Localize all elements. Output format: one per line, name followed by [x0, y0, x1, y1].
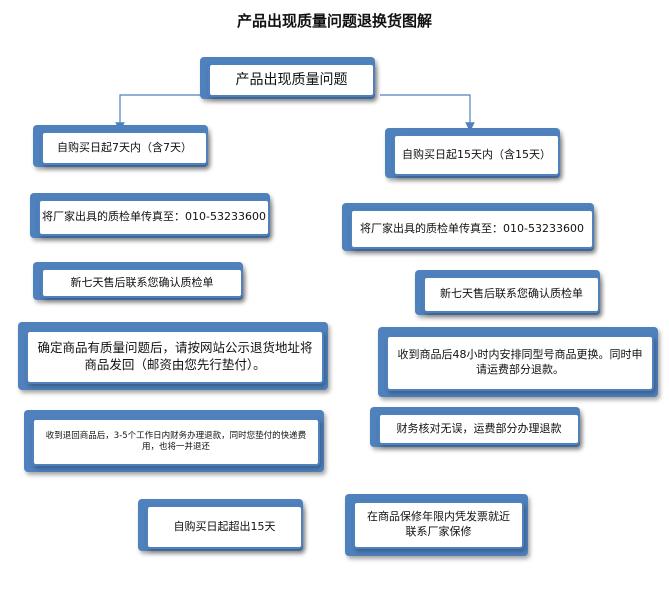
left-within-7-days-box: 自购买日起7天内（含7天）	[33, 125, 208, 167]
left-refund-label: 收到退回商品后，3-5个工作日内财务办理退款，同时您垫付的快递费用，也将一并退还	[45, 430, 307, 452]
left-fax-box: 将厂家出具的质检单传真至：010-53233600	[30, 193, 270, 238]
left-send-back-label: 确定商品有质量问题后，请按网站公示退货地址将商品发回（邮资由您先行垫付）。	[37, 340, 313, 372]
right-contact-box: 新七天售后联系您确认质检单	[415, 270, 600, 315]
arrow-top-to-right	[380, 94, 475, 132]
top-box: 产品出现质量问题	[200, 57, 375, 99]
bottom-over-15-days-label: 自购买日起超出15天	[173, 519, 276, 533]
right-exchange-box: 收到商品后48小时内安排同型号商品更换。同时申请运费部分退款。	[378, 327, 658, 397]
right-contact-label: 新七天售后联系您确认质检单	[440, 287, 583, 301]
right-finance-box: 财务核对无误，运费部分办理退款	[370, 407, 580, 447]
left-contact-box: 新七天售后联系您确认质检单	[33, 262, 243, 300]
bottom-over-15-days-box: 自购买日起超出15天	[138, 499, 303, 551]
arrow-top-to-left	[115, 94, 205, 132]
bottom-warranty-label: 在商品保修年限内凭发票就近联系厂家保修	[367, 510, 510, 538]
bottom-warranty-box: 在商品保修年限内凭发票就近联系厂家保修	[345, 494, 528, 556]
right-within-15-days-label: 自购买日起15天内（含15天）	[402, 147, 551, 161]
right-fax-label: 将厂家出具的质检单传真至：010-53233600	[360, 221, 584, 235]
top-box-label: 产品出现质量问题	[235, 71, 348, 88]
right-exchange-label: 收到商品后48小时内安排同型号商品更换。同时申请运费部分退款。	[397, 348, 643, 376]
left-contact-label: 新七天售后联系您确认质检单	[70, 275, 214, 289]
right-finance-label: 财务核对无误，运费部分办理退款	[396, 421, 562, 435]
left-fax-label: 将厂家出具的质检单传真至：010-53233600	[42, 210, 266, 224]
left-within-7-days-label: 自购买日起7天内（含7天）	[57, 140, 192, 154]
diagram-title: 产品出现质量问题退换货图解	[236, 12, 432, 30]
right-within-15-days-box: 自购买日起15天内（含15天）	[385, 128, 560, 178]
right-fax-box: 将厂家出具的质检单传真至：010-53233600	[342, 203, 594, 251]
left-refund-box: 收到退回商品后，3-5个工作日内财务办理退款，同时您垫付的快递费用，也将一并退还	[24, 410, 324, 472]
left-send-back-box: 确定商品有质量问题后，请按网站公示退货地址将商品发回（邮资由您先行垫付）。	[18, 322, 328, 390]
